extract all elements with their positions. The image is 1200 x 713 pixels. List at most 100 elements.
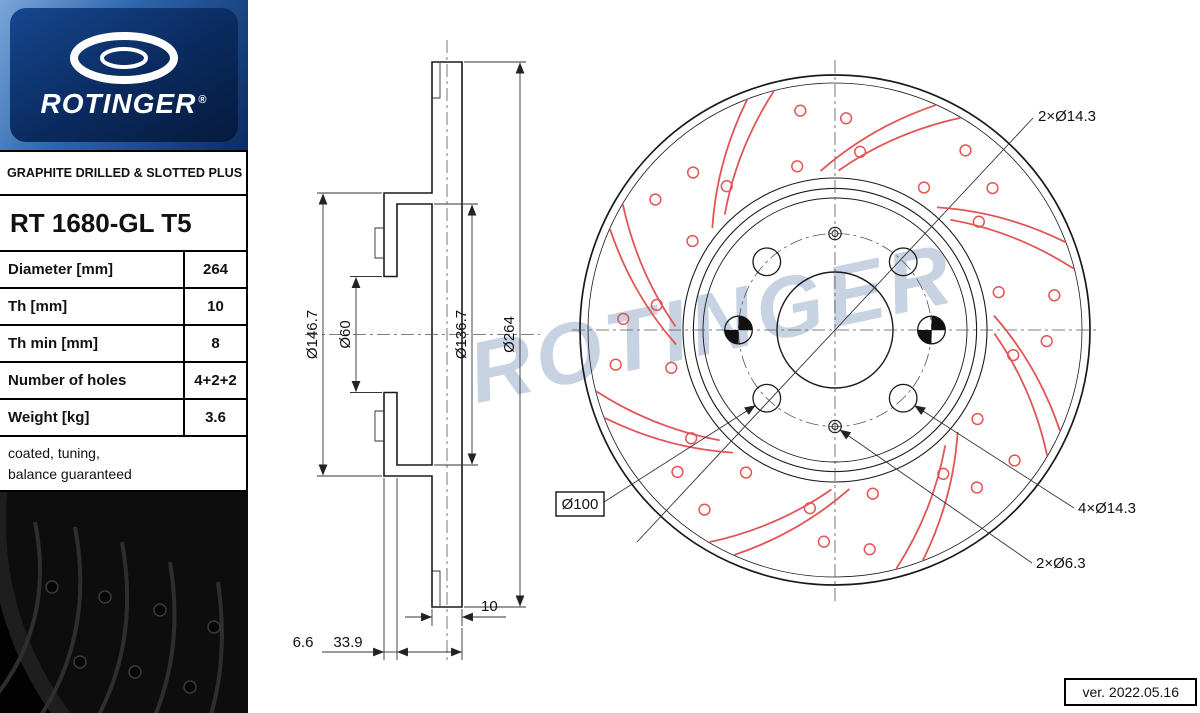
slot-line — [609, 229, 677, 345]
spec-row: Th [mm] 10 — [0, 289, 246, 326]
slot-line — [838, 117, 961, 171]
part-number: RT 1680-GL T5 — [0, 196, 248, 252]
drilled-hole — [1008, 454, 1021, 467]
spec-label: Th [mm] — [8, 298, 68, 315]
product-photo — [0, 492, 248, 713]
set-screw-hole-inner — [831, 423, 839, 430]
spec-value: 10 — [183, 289, 246, 324]
set-screw-hole-inner — [831, 230, 839, 237]
drilled-hole — [959, 144, 972, 157]
dim-label-bolt-holes: 4×Ø14.3 — [1078, 500, 1136, 517]
drilled-hole — [1048, 289, 1061, 302]
front-view: 2×Ø14.3 4×Ø14.3 2×Ø6.3 Ø100 — [555, 60, 1136, 601]
slot-line — [734, 488, 850, 556]
slot-line — [622, 204, 676, 327]
drilled-hole — [686, 166, 700, 179]
product-line-title: GRAPHITE DRILLED & SLOTTED PLUS — [0, 150, 248, 196]
slot-line — [595, 390, 720, 441]
features-note: coated, tuning, balance guaranteed — [0, 437, 248, 492]
drilled-hole — [794, 104, 807, 117]
slot-line — [711, 99, 748, 229]
drilled-hole — [1040, 334, 1053, 348]
slot-line — [820, 104, 936, 172]
slot-line — [724, 90, 775, 215]
slot-line — [994, 333, 1048, 456]
dim-label-bolt-circle: Ø100 — [562, 496, 599, 513]
product-line-title-text: GRAPHITE DRILLED & SLOTTED PLUS — [7, 166, 243, 180]
rotor-section-outline — [383, 61, 463, 608]
drilled-hole — [1007, 348, 1020, 362]
dim-label-hat-inner: Ø136.7 — [453, 310, 470, 359]
brand-name: ROTINGER® — [41, 88, 208, 120]
brand-logo-card: ROTINGER® — [10, 8, 238, 142]
drilled-hole — [739, 466, 753, 479]
leader-small-holes — [839, 429, 1033, 564]
spec-label: Number of holes — [8, 372, 127, 389]
disc-icon-outer-ring — [70, 32, 178, 84]
side-hole-fill — [917, 316, 946, 344]
bolt-hole — [752, 247, 782, 277]
hub-register-top — [374, 227, 384, 259]
drilled-hole — [863, 543, 876, 556]
dim-label-height: 33.9 — [333, 634, 362, 651]
technical-drawing: ROTINGER Ø146.7 Ø60 — [293, 40, 1136, 660]
info-panel: ROTINGER® GRAPHITE DRILLED & SLOTTED PLU… — [0, 0, 248, 713]
brand-logo-block: ROTINGER® — [0, 0, 248, 150]
drilled-hole — [839, 112, 853, 125]
drill-holes-group — [609, 104, 1061, 556]
spec-value: 264 — [183, 252, 246, 287]
drilled-hole — [817, 535, 831, 548]
set-screw-hole — [828, 419, 842, 434]
dim-label-side-holes: 2×Ø14.3 — [1038, 108, 1096, 125]
brand-name-text: ROTINGER — [40, 88, 197, 119]
drilled-hole — [685, 432, 698, 445]
spec-row: Th min [mm] 8 — [0, 326, 246, 363]
slot-line — [936, 206, 1066, 243]
leader-bolt-circle — [603, 405, 756, 503]
drilled-hole — [649, 193, 662, 206]
spec-label: Weight [kg] — [8, 409, 90, 426]
drilled-hole — [866, 487, 879, 500]
registered-mark: ® — [198, 94, 208, 106]
drilled-hole — [986, 181, 999, 195]
dim-label-thickness: 10 — [481, 598, 498, 615]
spec-value: 4+2+2 — [183, 363, 246, 398]
drilled-hole — [970, 481, 984, 494]
slot-line — [922, 431, 959, 561]
photo-drill-holes — [45, 580, 221, 694]
slot-line — [709, 489, 832, 543]
watermark: ROTINGER — [460, 225, 963, 422]
side-holes — [724, 315, 946, 345]
ext-lines-hat-inner — [434, 203, 478, 466]
disc-icon-hub-ring — [100, 47, 148, 69]
drilled-hole — [972, 215, 985, 228]
features-note-line1: coated, tuning, — [8, 445, 100, 461]
brand-disc-icon — [70, 32, 178, 84]
section-trace-line — [636, 117, 1034, 543]
dim-label-outer-dia: Ø264 — [501, 316, 518, 353]
spec-label: Diameter [mm] — [8, 261, 114, 278]
plate-step-top — [432, 63, 441, 99]
wheel-bolt-holes — [752, 247, 918, 413]
drilled-hole — [791, 160, 804, 173]
drilled-hole — [686, 234, 699, 248]
drilled-hole — [917, 181, 931, 194]
drilled-hole — [665, 361, 678, 374]
set-screw-holes — [828, 226, 842, 434]
spec-label: Th min [mm] — [8, 335, 98, 352]
version-box: ver. 2022.05.16 — [1064, 678, 1197, 706]
dim-label-center-hole: Ø60 — [337, 320, 354, 348]
drilled-hole — [617, 312, 630, 326]
slot-line — [993, 315, 1061, 431]
drilled-hole — [971, 412, 984, 426]
slots-group — [595, 90, 1075, 570]
dim-label-small-holes: 2×Ø6.3 — [1036, 555, 1086, 572]
slot-line — [950, 219, 1075, 270]
drilled-hole — [803, 502, 817, 515]
ext-lines-hat-outer — [317, 192, 382, 477]
part-number-text: RT 1680-GL T5 — [10, 207, 192, 238]
version-text: ver. 2022.05.16 — [1082, 684, 1179, 700]
bolt-hole — [888, 383, 918, 413]
ext-lines-outer-dia — [464, 61, 526, 608]
